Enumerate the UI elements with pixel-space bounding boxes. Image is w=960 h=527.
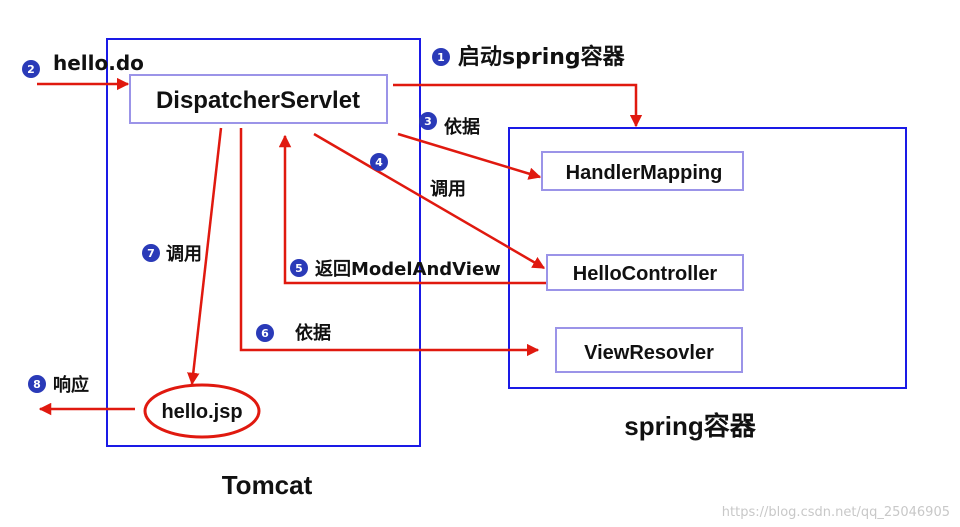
step-7-label: 调用 — [166, 244, 202, 265]
step-5-label: 返回ModelAndView — [315, 259, 501, 280]
step-1-label: 启动spring容器 — [458, 44, 626, 70]
arrow-step-5 — [278, 134, 546, 285]
step-6-badge: 6 — [256, 324, 274, 342]
hello-controller-label: HelloController — [573, 263, 718, 285]
hello-jsp-label: hello.jsp — [161, 401, 242, 423]
step-4-badge: 4 — [370, 153, 388, 171]
svg-text:1: 1 — [437, 51, 445, 64]
handler-mapping-box — [541, 151, 744, 191]
svg-text:7: 7 — [147, 247, 155, 260]
step-7-badge: 7 — [142, 244, 160, 262]
tomcat-label: Tomcat — [222, 470, 313, 500]
step-8-badge: 8 — [28, 375, 46, 393]
dispatcher-servlet-box — [129, 74, 388, 124]
step-5-badge: 5 — [290, 259, 308, 277]
step-4-label: 调用 — [430, 179, 466, 200]
watermark: https://blog.csdn.net/qq_25046905 — [722, 505, 950, 520]
tomcat-container — [106, 38, 421, 447]
svg-text:5: 5 — [295, 262, 303, 275]
step-3-label: 依据 — [444, 116, 480, 138]
dispatcher-servlet-label: DispatcherServlet — [156, 87, 360, 114]
arrow-step-7 — [187, 127, 223, 386]
spring-container — [508, 127, 907, 389]
step-8-label: 响应 — [53, 374, 89, 396]
step-2-label: hello.do — [53, 51, 144, 75]
handler-mapping-label: HandlerMapping — [566, 162, 723, 184]
svg-text:3: 3 — [424, 115, 432, 128]
hello-controller-box — [546, 254, 744, 291]
view-resolver-box — [555, 327, 743, 373]
step-3-badge: 3 — [419, 112, 437, 130]
step-2-badge: 2 — [22, 60, 40, 78]
svg-text:6: 6 — [261, 327, 269, 340]
hello-jsp-ellipse — [143, 383, 261, 439]
arrow-step-6 — [239, 128, 540, 357]
step-badges: 1 2 3 4 5 6 7 8 — [22, 48, 450, 393]
svg-text:4: 4 — [375, 156, 383, 169]
arrow-step-4 — [313, 132, 546, 270]
arrow-step-3 — [397, 132, 542, 180]
svg-text:8: 8 — [33, 378, 41, 391]
step-1-badge: 1 — [432, 48, 450, 66]
step-6-label: 依据 — [295, 322, 331, 344]
view-resolver-label: ViewResovler — [584, 342, 714, 364]
spring-container-label: spring容器 — [624, 411, 756, 441]
svg-text:2: 2 — [27, 63, 35, 76]
arrow-step-1 — [393, 83, 643, 128]
arrows — [37, 77, 643, 416]
